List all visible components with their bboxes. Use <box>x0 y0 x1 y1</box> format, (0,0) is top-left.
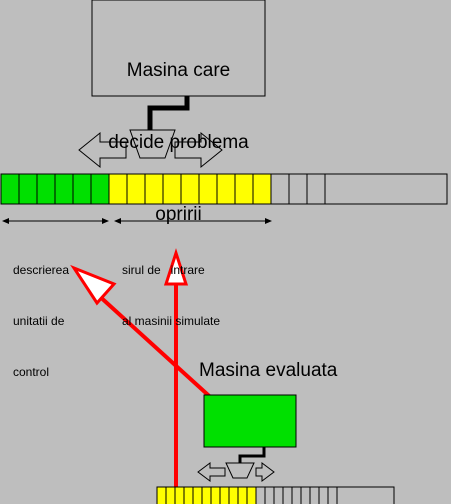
small-head-connector <box>238 447 266 463</box>
tape-cell-yellow <box>201 486 212 504</box>
tape-cell-green <box>0 173 20 205</box>
control-description-line-3: control <box>13 365 50 379</box>
input-string-line-2: al masinii simulate <box>122 314 221 328</box>
tape-cell-blank <box>288 173 308 205</box>
tape-cell-yellow <box>246 486 257 504</box>
evaluated-machine-label: Masina evaluata <box>199 360 338 381</box>
head-connector <box>147 96 190 130</box>
small-right-arrow-icon <box>255 462 275 482</box>
tape-cell-yellow <box>156 486 167 504</box>
input-string-span <box>114 218 272 224</box>
right-arrow-icon <box>174 131 223 169</box>
red-vertical-arrowhead-icon <box>163 248 189 286</box>
tape-cell-blank <box>306 173 326 205</box>
tape-cell-yellow <box>183 486 194 504</box>
tape-cell-blank <box>291 486 302 504</box>
small-left-arrow-icon <box>197 462 226 482</box>
tape-cell-blank <box>255 486 266 504</box>
tape-head-icon <box>129 129 176 159</box>
halting-decider-line-3: opririi <box>155 204 202 225</box>
tape-cell-green <box>72 173 92 205</box>
tape-cell-green <box>36 173 56 205</box>
tape-cell-green <box>18 173 38 205</box>
input-string-line-1: sirul de intrare <box>122 263 205 277</box>
tape-cell-blank <box>318 486 329 504</box>
halting-decider-line-1: Masina care <box>126 60 231 81</box>
tape-cell-blank <box>300 486 311 504</box>
evaluated-machine-box <box>203 394 297 448</box>
tape-cell-green <box>54 173 74 205</box>
tape-cell-yellow <box>219 486 230 504</box>
halting-decider-line-2: decide problema <box>108 132 249 153</box>
halting-decider-box <box>91 0 266 97</box>
control-description-line-2: unitatii de <box>13 314 65 328</box>
input-string-label: sirul de intrare al masinii simulate <box>122 228 220 347</box>
bottom-tape <box>156 486 395 504</box>
tape-cell-blank <box>270 173 290 205</box>
tape-cell-blank <box>264 486 275 504</box>
tape-cell-yellow <box>192 486 203 504</box>
tape-cell-blank <box>309 486 320 504</box>
red-diagonal-arrowhead-icon <box>70 264 117 306</box>
tape-cell-yellow <box>165 486 176 504</box>
tape-cell-yellow <box>237 486 248 504</box>
control-description-label: descrierea unitatii de control <box>13 228 69 398</box>
tape-cell-blank <box>282 486 293 504</box>
tape-cell-yellow <box>210 486 221 504</box>
control-description-line-1: descrierea <box>13 263 70 277</box>
tape-cell-yellow <box>174 486 185 504</box>
small-tape-head-icon <box>225 462 255 479</box>
control-description-span <box>2 218 109 224</box>
tape-cell-blank <box>327 486 338 504</box>
tape-cell-yellow <box>228 486 239 504</box>
halting-decider-label: Masina care decide problema opririi <box>92 11 265 251</box>
left-arrow-icon <box>78 131 127 169</box>
top-tape <box>0 173 448 205</box>
tape-cell-blank <box>273 486 284 504</box>
